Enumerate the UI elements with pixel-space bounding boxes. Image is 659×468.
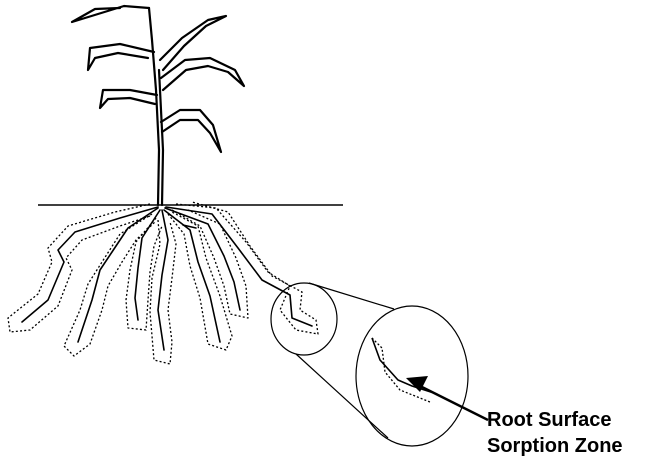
zoom-connector-top (309, 283, 394, 309)
leaf-middle-left (100, 90, 157, 108)
large-zoom-circle (356, 306, 468, 446)
callout-label-line-2: Sorption Zone (487, 433, 657, 459)
leaf-lower-right (161, 110, 221, 152)
plant-stem (149, 8, 159, 205)
root-3 (135, 210, 160, 320)
zoom-connector-bottom (296, 354, 388, 438)
leaf-upper-left (88, 44, 154, 70)
plant-shoot (72, 6, 244, 205)
magnifier (271, 283, 468, 446)
magnified-root (372, 338, 437, 402)
leaf-top (72, 6, 149, 22)
small-zoom-circle (271, 283, 337, 355)
callout-label-line-1: Root Surface (487, 407, 657, 433)
leaf-right-long (161, 58, 244, 90)
